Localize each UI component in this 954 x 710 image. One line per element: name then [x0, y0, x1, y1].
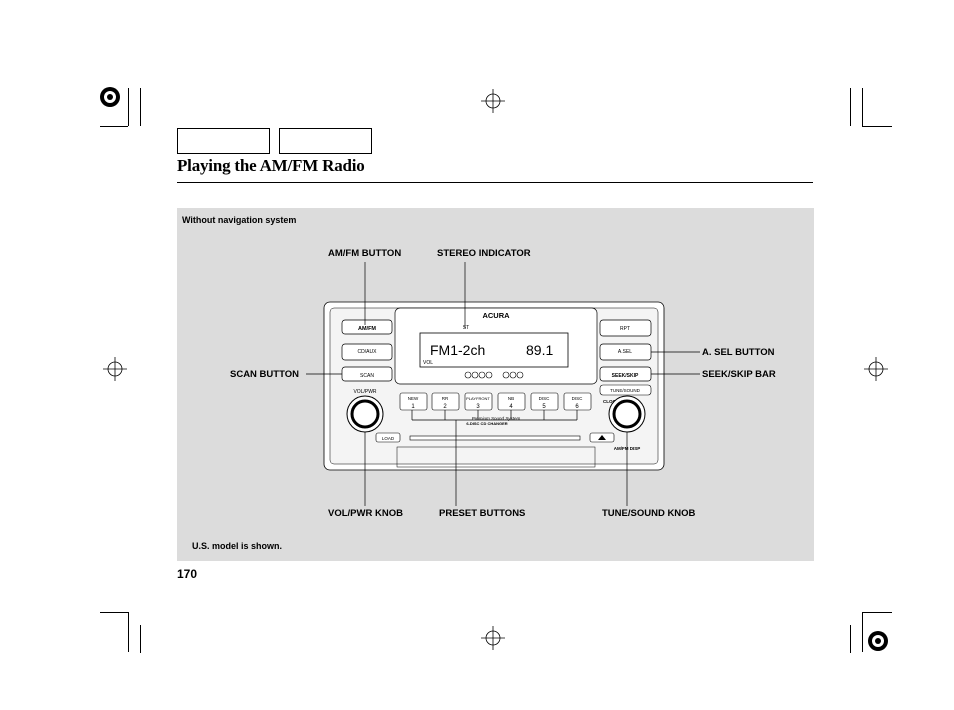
svg-text:2: 2	[443, 404, 447, 410]
svg-text:SEEK/SKIP: SEEK/SKIP	[612, 373, 639, 379]
page-title: Playing the AM/FM Radio	[177, 156, 365, 175]
svg-text:PLAYFRONT: PLAYFRONT	[466, 396, 490, 401]
svg-text:LOAD: LOAD	[382, 436, 395, 441]
svg-text:A.SEL: A.SEL	[618, 349, 632, 355]
lcd-band: FM1-2ch	[430, 342, 485, 358]
rpt-button	[599, 319, 652, 337]
svg-text:RPT: RPT	[620, 326, 630, 332]
callout-asel-button: A. SEL BUTTON	[702, 347, 775, 358]
svg-text:AM/FM: AM/FM	[358, 326, 376, 332]
indicator-dots	[464, 371, 524, 379]
preset-button-6: DISC 6	[563, 392, 592, 411]
caption-bottom: U.S. model is shown.	[192, 541, 283, 551]
disc-slot	[409, 435, 581, 441]
stereo-indicator: ST	[463, 325, 469, 331]
svg-text:5: 5	[542, 404, 546, 410]
svg-text:3: 3	[476, 404, 480, 410]
lcd-vol: VOL	[423, 360, 433, 366]
caption-top: Without navigation system	[182, 215, 297, 225]
cd-aux-button	[341, 343, 393, 361]
page-number: 170	[177, 567, 198, 581]
callout-seek-skip-bar: SEEK/SKIP BAR	[702, 369, 776, 380]
svg-text:1: 1	[411, 404, 415, 410]
load-button	[375, 432, 401, 443]
svg-text:CD/AUX: CD/AUX	[358, 349, 378, 355]
header-tab-1	[177, 128, 270, 154]
changer-label: 6-DISC CD CHANGER	[466, 421, 507, 426]
preset-buttons: NEW 1 RR 2 PLAYFRONT 3 NB 4 DISC 5 DISC …	[399, 392, 592, 411]
svg-text:DISC: DISC	[572, 396, 584, 401]
callout-vol-pwr-knob: VOL/PWR KNOB	[328, 508, 403, 519]
callout-amfm-button: AM/FM BUTTON	[328, 248, 402, 259]
eject-icon	[598, 435, 606, 440]
preset-button-1: NEW 1	[399, 392, 428, 411]
svg-text:SCAN: SCAN	[360, 373, 374, 379]
starburst-mark-bottom-right	[868, 631, 888, 651]
system-label: Premium Sound System	[472, 416, 521, 421]
svg-text:NEW: NEW	[408, 396, 419, 401]
amfm-button	[341, 319, 393, 335]
callout-scan-button: SCAN BUTTON	[230, 369, 299, 380]
lcd-frequency: 89.1	[526, 342, 553, 358]
preset-button-3: PLAYFRONT 3	[464, 392, 493, 411]
svg-text:TUNE/SOUND: TUNE/SOUND	[610, 388, 641, 393]
svg-text:DISC: DISC	[539, 396, 551, 401]
callout-stereo-indicator: STEREO INDICATOR	[437, 248, 531, 259]
starburst-mark-top-left	[100, 87, 120, 107]
svg-text:RR: RR	[442, 396, 449, 401]
preset-button-4: NB 4	[497, 392, 526, 411]
header-tab-2	[279, 128, 372, 154]
svg-text:6: 6	[575, 404, 579, 410]
lcd-display	[419, 332, 569, 368]
svg-text:NB: NB	[508, 396, 514, 401]
callout-tune-sound-knob: TUNE/SOUND KNOB	[602, 508, 696, 519]
vol-pwr-label: VOL/PWR	[353, 389, 376, 395]
clock-label: CLOCK	[603, 399, 620, 404]
brand-logo: ACURA	[482, 311, 510, 320]
preset-button-5: DISC 5	[530, 392, 559, 411]
svg-text:4: 4	[509, 404, 513, 410]
preset-button-2: RR 2	[431, 392, 460, 411]
callout-preset-buttons: PRESET BUTTONS	[439, 508, 526, 519]
title-rule	[177, 182, 813, 183]
tune-sound-button	[599, 384, 652, 396]
